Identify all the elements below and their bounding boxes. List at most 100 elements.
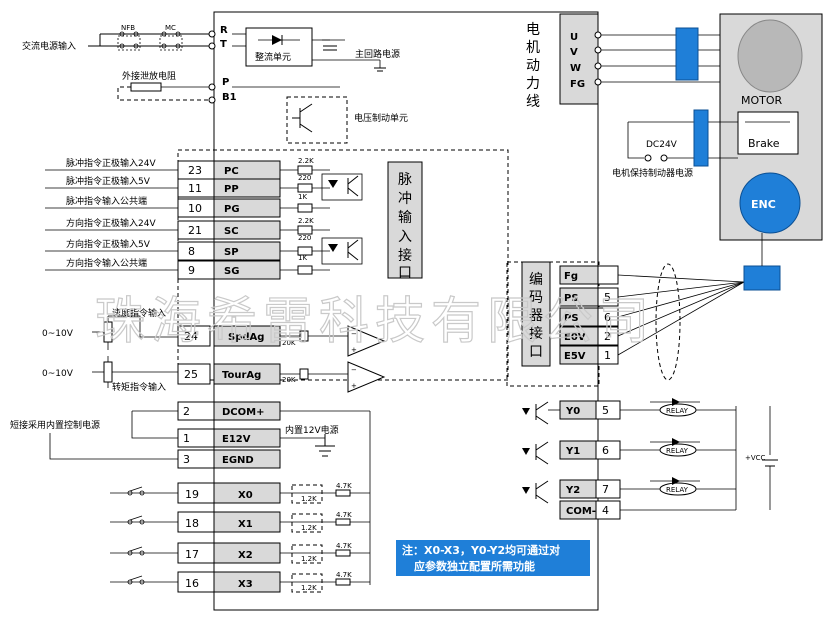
pulse-pin: 21 bbox=[188, 224, 202, 237]
svg-text:−: − bbox=[351, 366, 357, 374]
terminal-b1: B1 bbox=[222, 92, 237, 103]
potentiometer-icon bbox=[92, 356, 113, 388]
nfb-breaker bbox=[117, 31, 141, 51]
analog-name-spdag: SpdAg bbox=[228, 332, 264, 343]
pulse-resistor-value: 2.2K bbox=[298, 157, 314, 165]
encoder-icon bbox=[739, 172, 801, 234]
optocoupler-icon bbox=[321, 173, 363, 201]
output-signal: Y2 bbox=[565, 485, 580, 496]
pulse-resistor-value: 220 bbox=[298, 234, 311, 242]
enc-label: ENC bbox=[751, 198, 776, 211]
motor-icon bbox=[737, 19, 803, 93]
brake-power-label: 电机保持制动器电源 bbox=[612, 167, 693, 179]
note-line-1: 注：X0-X3，Y0-Y2均可通过对 bbox=[402, 543, 560, 557]
pulse-resistor-value: 1K bbox=[298, 193, 307, 201]
motor-cable-label: 电机动力线 bbox=[526, 22, 540, 110]
terminal-p: P bbox=[222, 77, 229, 88]
battery-icon bbox=[315, 434, 335, 457]
di-name: X2 bbox=[238, 550, 253, 561]
internal-12v-label: 内置12V电源 bbox=[285, 424, 339, 436]
short-label: 短接采用内置控制电源 bbox=[10, 419, 100, 431]
di-pin: 16 bbox=[185, 577, 199, 590]
pulse-pin: 8 bbox=[188, 245, 195, 258]
encoder-signal: PS bbox=[564, 293, 579, 304]
encoder-pin: 5 bbox=[604, 291, 611, 304]
note-box bbox=[396, 540, 590, 576]
relay-label: RELAY bbox=[666, 447, 689, 455]
svg-text:+: + bbox=[351, 382, 357, 390]
power12-pin: 3 bbox=[183, 453, 190, 466]
main-circuit-label: 主回路电源 bbox=[355, 48, 400, 60]
di-resistor-1: 1.2K bbox=[301, 584, 317, 592]
mc-contactor bbox=[159, 31, 183, 51]
encoder-signal: E0V bbox=[564, 332, 586, 343]
di-name: X1 bbox=[238, 519, 253, 530]
di-pin: 18 bbox=[185, 517, 199, 530]
relay-icon: RELAY bbox=[650, 398, 700, 417]
output-signal: Y0 bbox=[565, 406, 580, 417]
analog-r2: 20K bbox=[282, 376, 296, 384]
brake-box bbox=[737, 111, 799, 155]
ac-input-label: 交流电源输入 bbox=[22, 40, 76, 52]
output-pin: 7 bbox=[602, 483, 609, 496]
watermark: 珠海希雷科技有限公司 bbox=[95, 292, 655, 350]
rectifier-label: 整流单元 bbox=[255, 51, 291, 63]
range-label-2: 0~10V bbox=[42, 369, 74, 379]
transistor-icon bbox=[522, 480, 549, 504]
encoder-pin: 6 bbox=[604, 311, 611, 324]
dc24-label: DC24V bbox=[646, 140, 678, 150]
output-pin: 6 bbox=[602, 444, 609, 457]
encoder-signal: Fg bbox=[564, 271, 578, 282]
relay-label: RELAY bbox=[666, 407, 689, 415]
pulse-pin: 11 bbox=[188, 182, 202, 195]
di-resistor-2: 4.7K bbox=[336, 571, 352, 579]
ground-icon bbox=[374, 67, 386, 72]
encoder-pin: 1 bbox=[604, 349, 611, 362]
pulse-pin: 23 bbox=[188, 164, 202, 177]
pulse-input-label: 脉冲指令输入公共端 bbox=[66, 195, 147, 207]
capacitor-icon bbox=[322, 39, 345, 51]
pulse-resistor-value: 1K bbox=[298, 254, 307, 262]
ext-resistor bbox=[130, 82, 162, 92]
relay-icon: RELAY bbox=[650, 438, 700, 457]
pulse-pin: 10 bbox=[188, 202, 202, 215]
di-name: X3 bbox=[238, 579, 253, 590]
di-resistor-2: 4.7K bbox=[336, 482, 352, 490]
optocoupler-icon bbox=[321, 237, 363, 265]
brake-connector bbox=[693, 109, 709, 167]
power12-pin: 1 bbox=[183, 432, 190, 445]
analog-pin-25: 25 bbox=[184, 368, 198, 381]
encoder-interface-box bbox=[521, 261, 551, 367]
pulse-resistor-value: 220 bbox=[298, 174, 311, 182]
pulse-signal-name: SG bbox=[224, 266, 239, 277]
phase-label: V bbox=[570, 47, 578, 58]
transistor-icon bbox=[292, 103, 313, 133]
relay-icon: RELAY bbox=[650, 477, 700, 496]
di-pin: 17 bbox=[185, 548, 199, 561]
pulse-input-label: 脉冲指令正极输入5V bbox=[66, 175, 151, 187]
power12-name: EGND bbox=[222, 455, 254, 466]
mc-label: MC bbox=[165, 24, 176, 32]
nfb-label: NFB bbox=[121, 24, 135, 32]
output-pin: 4 bbox=[602, 504, 609, 517]
pulse-signal-name: PP bbox=[224, 184, 239, 195]
di-resistor-1: 1.2K bbox=[301, 524, 317, 532]
pulse-interface-box bbox=[387, 161, 423, 279]
svg-text:−: − bbox=[351, 330, 357, 338]
uvw-box bbox=[559, 13, 599, 105]
brake-unit-box bbox=[286, 96, 348, 144]
analog-r1: 20K bbox=[282, 339, 296, 347]
torque-label: 转矩指令输入 bbox=[112, 381, 166, 393]
motor-label: MOTOR bbox=[741, 94, 783, 107]
output-signal: Y1 bbox=[565, 446, 580, 457]
pulse-input-label: 方向指令正极输入5V bbox=[66, 238, 151, 250]
di-resistor-2: 4.7K bbox=[336, 542, 352, 550]
pulse-input-label: 方向指令正极输入24V bbox=[66, 217, 156, 229]
pulse-signal-name: PG bbox=[224, 204, 240, 215]
di-name: X0 bbox=[238, 490, 253, 501]
terminal-t: T bbox=[220, 39, 227, 50]
pulse-resistor-value: 2.2K bbox=[298, 217, 314, 225]
diode-icon bbox=[258, 35, 300, 45]
phase-label: W bbox=[570, 63, 581, 74]
